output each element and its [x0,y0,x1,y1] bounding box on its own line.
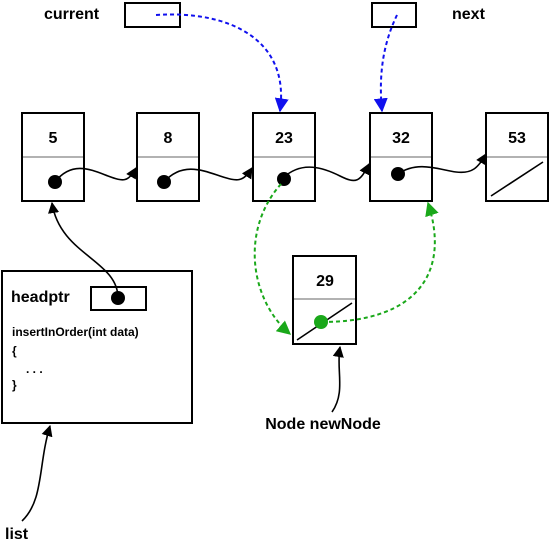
new-node-29: 29 [292,255,357,345]
current-pointer-arrow [155,13,289,113]
list-node-23: 23 [252,112,316,202]
node-value: 53 [508,130,526,147]
headptr-label: headptr [11,289,70,306]
null-slash [490,161,544,197]
pointer-dot-8 [157,175,171,189]
list-node-8: 8 [136,112,200,202]
pointer-dot-5 [48,175,62,189]
pointer-dot-32 [391,167,405,181]
new-node-pointer-dot [314,315,328,329]
current-label: current [44,6,100,23]
code-line: { [12,344,17,358]
next-pointer-arrow [373,14,398,113]
code-line: insertInOrder(int data) [12,325,139,339]
node-value: 5 [49,130,58,147]
next-label: next [452,6,486,23]
list-node-5: 5 [21,112,85,202]
list-label-arrow [21,424,53,522]
headptr-to-node-5 [48,201,119,299]
new-node-value: 29 [316,273,334,290]
node-value: 32 [392,130,410,147]
code-line: . . . [26,362,43,376]
list-object-box: headptr insertInOrder(int data) { . . . … [1,270,193,424]
new-link-23-to-29 [253,183,292,335]
new-node-label: Node newNode [265,416,381,433]
node-value: 8 [164,130,173,147]
new-node-label-arrow [331,345,344,413]
headptr-pointer-dot [111,291,125,305]
pointer-dot-23 [277,172,291,186]
code-line: } [12,378,17,392]
link-5-to-8 [54,167,137,183]
link-23-to-32 [282,162,370,182]
list-label: list [5,526,29,543]
link-32-to-53 [397,153,487,175]
link-8-to-23 [163,167,253,183]
list-node-53: 53 [485,112,549,202]
list-node-32: 32 [369,112,433,202]
node-value: 23 [275,130,293,147]
new-link-29-to-32 [321,201,439,323]
